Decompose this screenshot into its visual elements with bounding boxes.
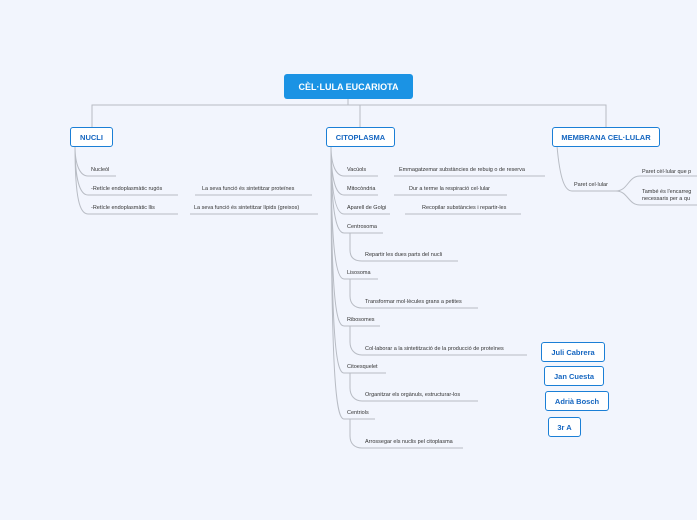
node-paret[interactable]: Paret cel·lular — [574, 182, 608, 188]
author-1[interactable]: Juli Cabrera — [541, 342, 605, 362]
node-lisosoma[interactable]: Lisosoma — [347, 270, 371, 276]
node-ribosomes-desc[interactable]: Col·laborar a la sintetització de la pro… — [365, 346, 504, 352]
topic-nucli[interactable]: NUCLI — [70, 127, 113, 147]
node-vacuols-desc[interactable]: Emmagatzemar substàncies de rebuig o de … — [399, 167, 525, 173]
author-2[interactable]: Jan Cuesta — [544, 366, 604, 386]
node-centriols[interactable]: Centriols — [347, 410, 369, 416]
topic-membrana[interactable]: MEMBRANA CEL·LULAR — [552, 127, 660, 147]
node-centriols-desc[interactable]: Arrossegar els nuclis pel citoplasma — [365, 439, 453, 445]
node-reticle-llis[interactable]: -Retícle endoplasmàtic llis — [91, 205, 155, 211]
node-golgi[interactable]: Aparell de Golgi — [347, 205, 387, 211]
node-mitocondria-desc[interactable]: Dur a terme la respiració cel·lular — [409, 186, 490, 192]
node-paret-desc-1[interactable]: Paret cèl·lular que p — [642, 169, 692, 175]
node-reticle-rugos-desc[interactable]: La seva funció és sintetitzar proteïnes — [202, 186, 295, 192]
node-reticle-rugos[interactable]: -Retícle endoplasmàtic rugós — [91, 186, 163, 192]
node-reticle-llis-desc[interactable]: La seva funció és sintetitzar lípids (gr… — [194, 205, 300, 211]
topic-citoplasma[interactable]: CITOPLASMA — [326, 127, 395, 147]
node-centrosoma[interactable]: Centrosoma — [347, 224, 377, 230]
class-label[interactable]: 3r A — [548, 417, 581, 437]
node-paret-desc-2b[interactable]: necessaris per a qu — [642, 196, 690, 202]
node-ribosomes[interactable]: Ribosomes — [347, 317, 375, 323]
node-lisosoma-desc[interactable]: Transformar mol·lècules grans a petites — [365, 299, 462, 305]
author-3[interactable]: Adrià Bosch — [545, 391, 609, 411]
node-nucleol[interactable]: Nucleòl — [91, 167, 110, 173]
node-citoesquelet-desc[interactable]: Organitzar els orgànuls, estructurar-los — [365, 392, 461, 398]
node-vacuols[interactable]: Vacúols — [347, 167, 367, 173]
node-mitocondria[interactable]: Mitocòndria — [347, 186, 376, 192]
node-centrosoma-desc[interactable]: Repartir les dues parts del nucli — [365, 252, 443, 258]
node-golgi-desc[interactable]: Recopilar substàncies i repartir-les — [422, 205, 507, 211]
node-citoesquelet[interactable]: Citoesquelet — [347, 364, 378, 370]
node-paret-desc-2a[interactable]: També és l'encarreg — [642, 189, 692, 195]
root-topic[interactable]: CÈL·LULA EUCARIOTA — [284, 74, 413, 99]
